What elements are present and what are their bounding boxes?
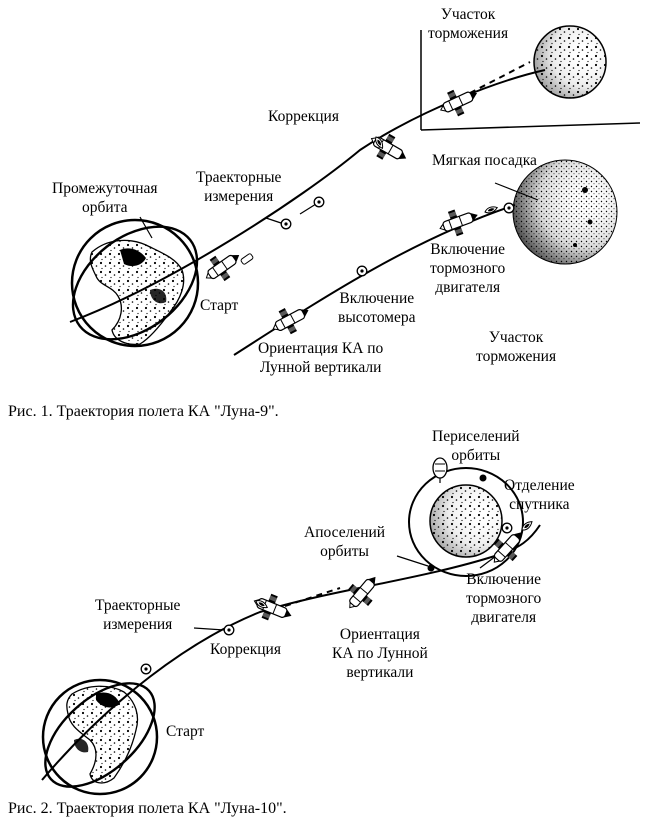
measurement-point [280, 218, 292, 230]
label-separation: Отделение спутника [504, 477, 575, 513]
label-trajectory-measurements: Траекторные измерения [196, 169, 282, 205]
label-brake-engine-on: Включение тормозного двигателя [466, 571, 542, 626]
figure-2 [41, 457, 541, 796]
moon-icon [533, 25, 607, 99]
spacecraft-correction-icon [364, 126, 414, 171]
measurements-pointer [193, 627, 225, 631]
measurements-pointer-2 [299, 203, 317, 215]
label-orientation: Ориентация КА по Лунной вертикали [258, 340, 384, 376]
spacecraft-braking-icon [434, 80, 484, 123]
satellite-icon [432, 457, 448, 483]
earth-icon [70, 218, 200, 348]
figure-2-caption: Рис. 2. Траектория полета КА "Луна-10". [8, 800, 287, 817]
label-start: Старт [166, 723, 205, 740]
brake-pointer [479, 555, 497, 569]
descent-line [233, 204, 516, 356]
aposelene-point [427, 564, 435, 572]
figure-1-caption: Рис. 1. Траектория полета КА "Луна-9". [8, 403, 279, 420]
label-altimeter-on: Включение высотомера [338, 290, 416, 326]
label-aposelene: Апоселений орбиты [304, 524, 386, 560]
lunar-orbit [408, 467, 524, 577]
label-periselene: Периселений орбиты [432, 428, 520, 464]
altimeter-point [356, 265, 368, 277]
label-start: Старт [200, 297, 239, 314]
measurement-point [140, 663, 152, 675]
label-soft-landing: Мягкая посадка [432, 152, 537, 169]
rocket-stage-icon [240, 253, 254, 265]
moon-icon [429, 484, 503, 558]
label-brake-engine-on: Включение тормозного двигателя [430, 241, 506, 296]
aposelene-pointer [396, 555, 429, 567]
trajectory-line [69, 69, 546, 323]
measurement-point [313, 196, 325, 208]
measurement-point [223, 624, 235, 636]
label-braking-segment-top: Участок торможения [428, 6, 509, 42]
label-orientation: Ориентация КА по Лунной вертикали [332, 626, 428, 681]
separation-point [501, 522, 513, 534]
trajectory-dashed [469, 61, 531, 94]
label-trajectory-measurements: Траекторные измерения [95, 597, 181, 633]
earth-icon [41, 678, 159, 796]
spacecraft-brake-icon [435, 202, 483, 242]
figure-1 [69, 25, 641, 356]
spacecraft-correction-icon [248, 588, 297, 629]
parking-orbit-pointer [139, 216, 153, 239]
moon-landing-icon [512, 159, 618, 265]
flame-icon [483, 204, 499, 215]
spacecraft-orientation-icon [266, 298, 316, 341]
spacecraft-start-icon [198, 243, 248, 290]
trajectory-dashed [284, 587, 341, 607]
periselene-point [479, 474, 487, 482]
brake-point [503, 202, 515, 214]
label-parking-orbit: Промежуточная орбита [52, 180, 158, 216]
braking-frame [420, 30, 641, 131]
spacecraft-orientation-icon [339, 567, 387, 617]
label-braking-segment-bottom: Участок торможения [476, 329, 557, 365]
label-correction: Коррекция [210, 641, 281, 658]
label-correction: Коррекция [268, 108, 339, 125]
soft-landing-pointer [494, 182, 539, 201]
